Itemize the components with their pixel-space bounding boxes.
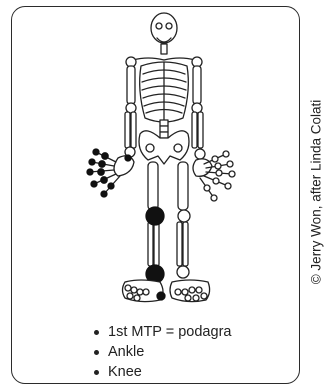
affected-joints-legend: 1st MTP = podagra Ankle Knee bbox=[92, 322, 231, 382]
left-foot bbox=[123, 280, 166, 302]
left-arm bbox=[125, 66, 136, 157]
affected-first-mtp bbox=[157, 292, 165, 300]
legend-item-mtp: 1st MTP = podagra bbox=[92, 322, 231, 342]
left-clavicle bbox=[133, 58, 164, 60]
left-obturator bbox=[146, 144, 154, 152]
cervical-spine bbox=[161, 44, 167, 54]
legend-item-knee: Knee bbox=[92, 362, 231, 382]
right-leg bbox=[177, 162, 190, 278]
lumbar-spine bbox=[160, 120, 168, 138]
right-arm bbox=[192, 66, 205, 159]
right-foot bbox=[170, 280, 210, 302]
image-credit: © Jerry Won, after Linda Colati bbox=[309, 100, 324, 285]
affected-knee bbox=[146, 207, 164, 225]
skull bbox=[151, 13, 177, 43]
legend-item-ankle: Ankle bbox=[92, 342, 231, 362]
left-hand bbox=[87, 149, 134, 197]
rib-cage bbox=[140, 62, 189, 122]
right-hand bbox=[193, 151, 235, 201]
right-obturator bbox=[174, 144, 182, 152]
right-clavicle bbox=[164, 58, 195, 60]
